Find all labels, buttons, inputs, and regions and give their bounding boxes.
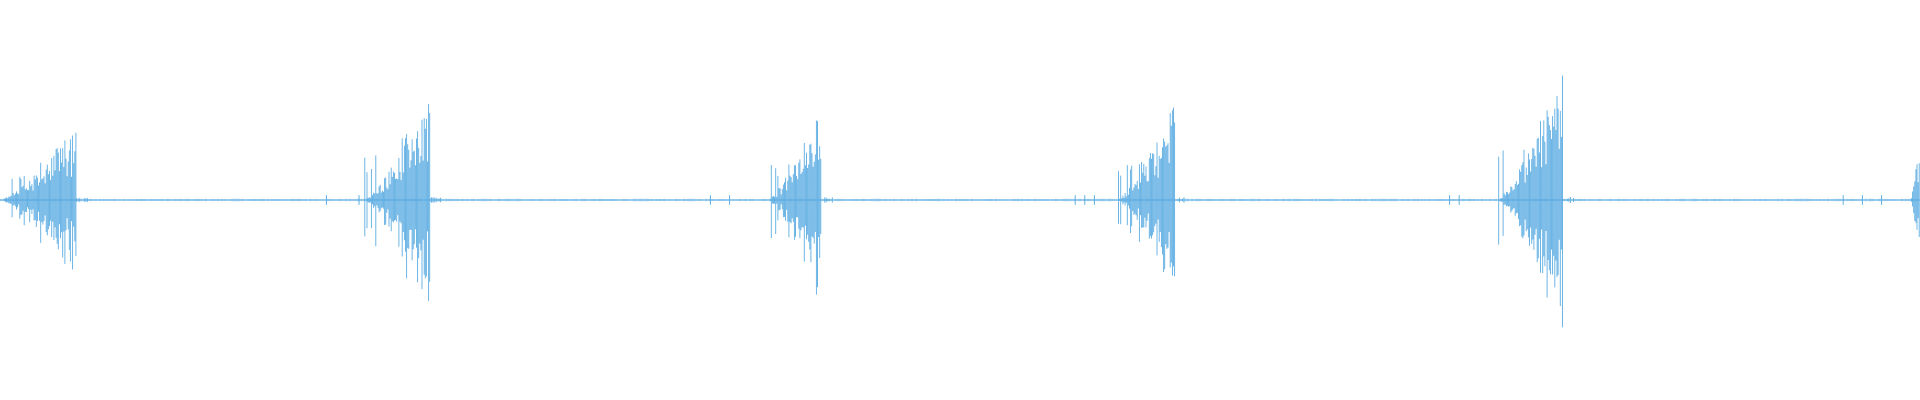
waveform-burst — [0, 132, 88, 270]
waveform-burst — [768, 120, 833, 295]
waveform-burst — [1118, 107, 1186, 277]
waveform-burst — [1498, 75, 1574, 328]
waveform-burst — [1911, 163, 1920, 237]
waveform-burst — [364, 104, 442, 301]
